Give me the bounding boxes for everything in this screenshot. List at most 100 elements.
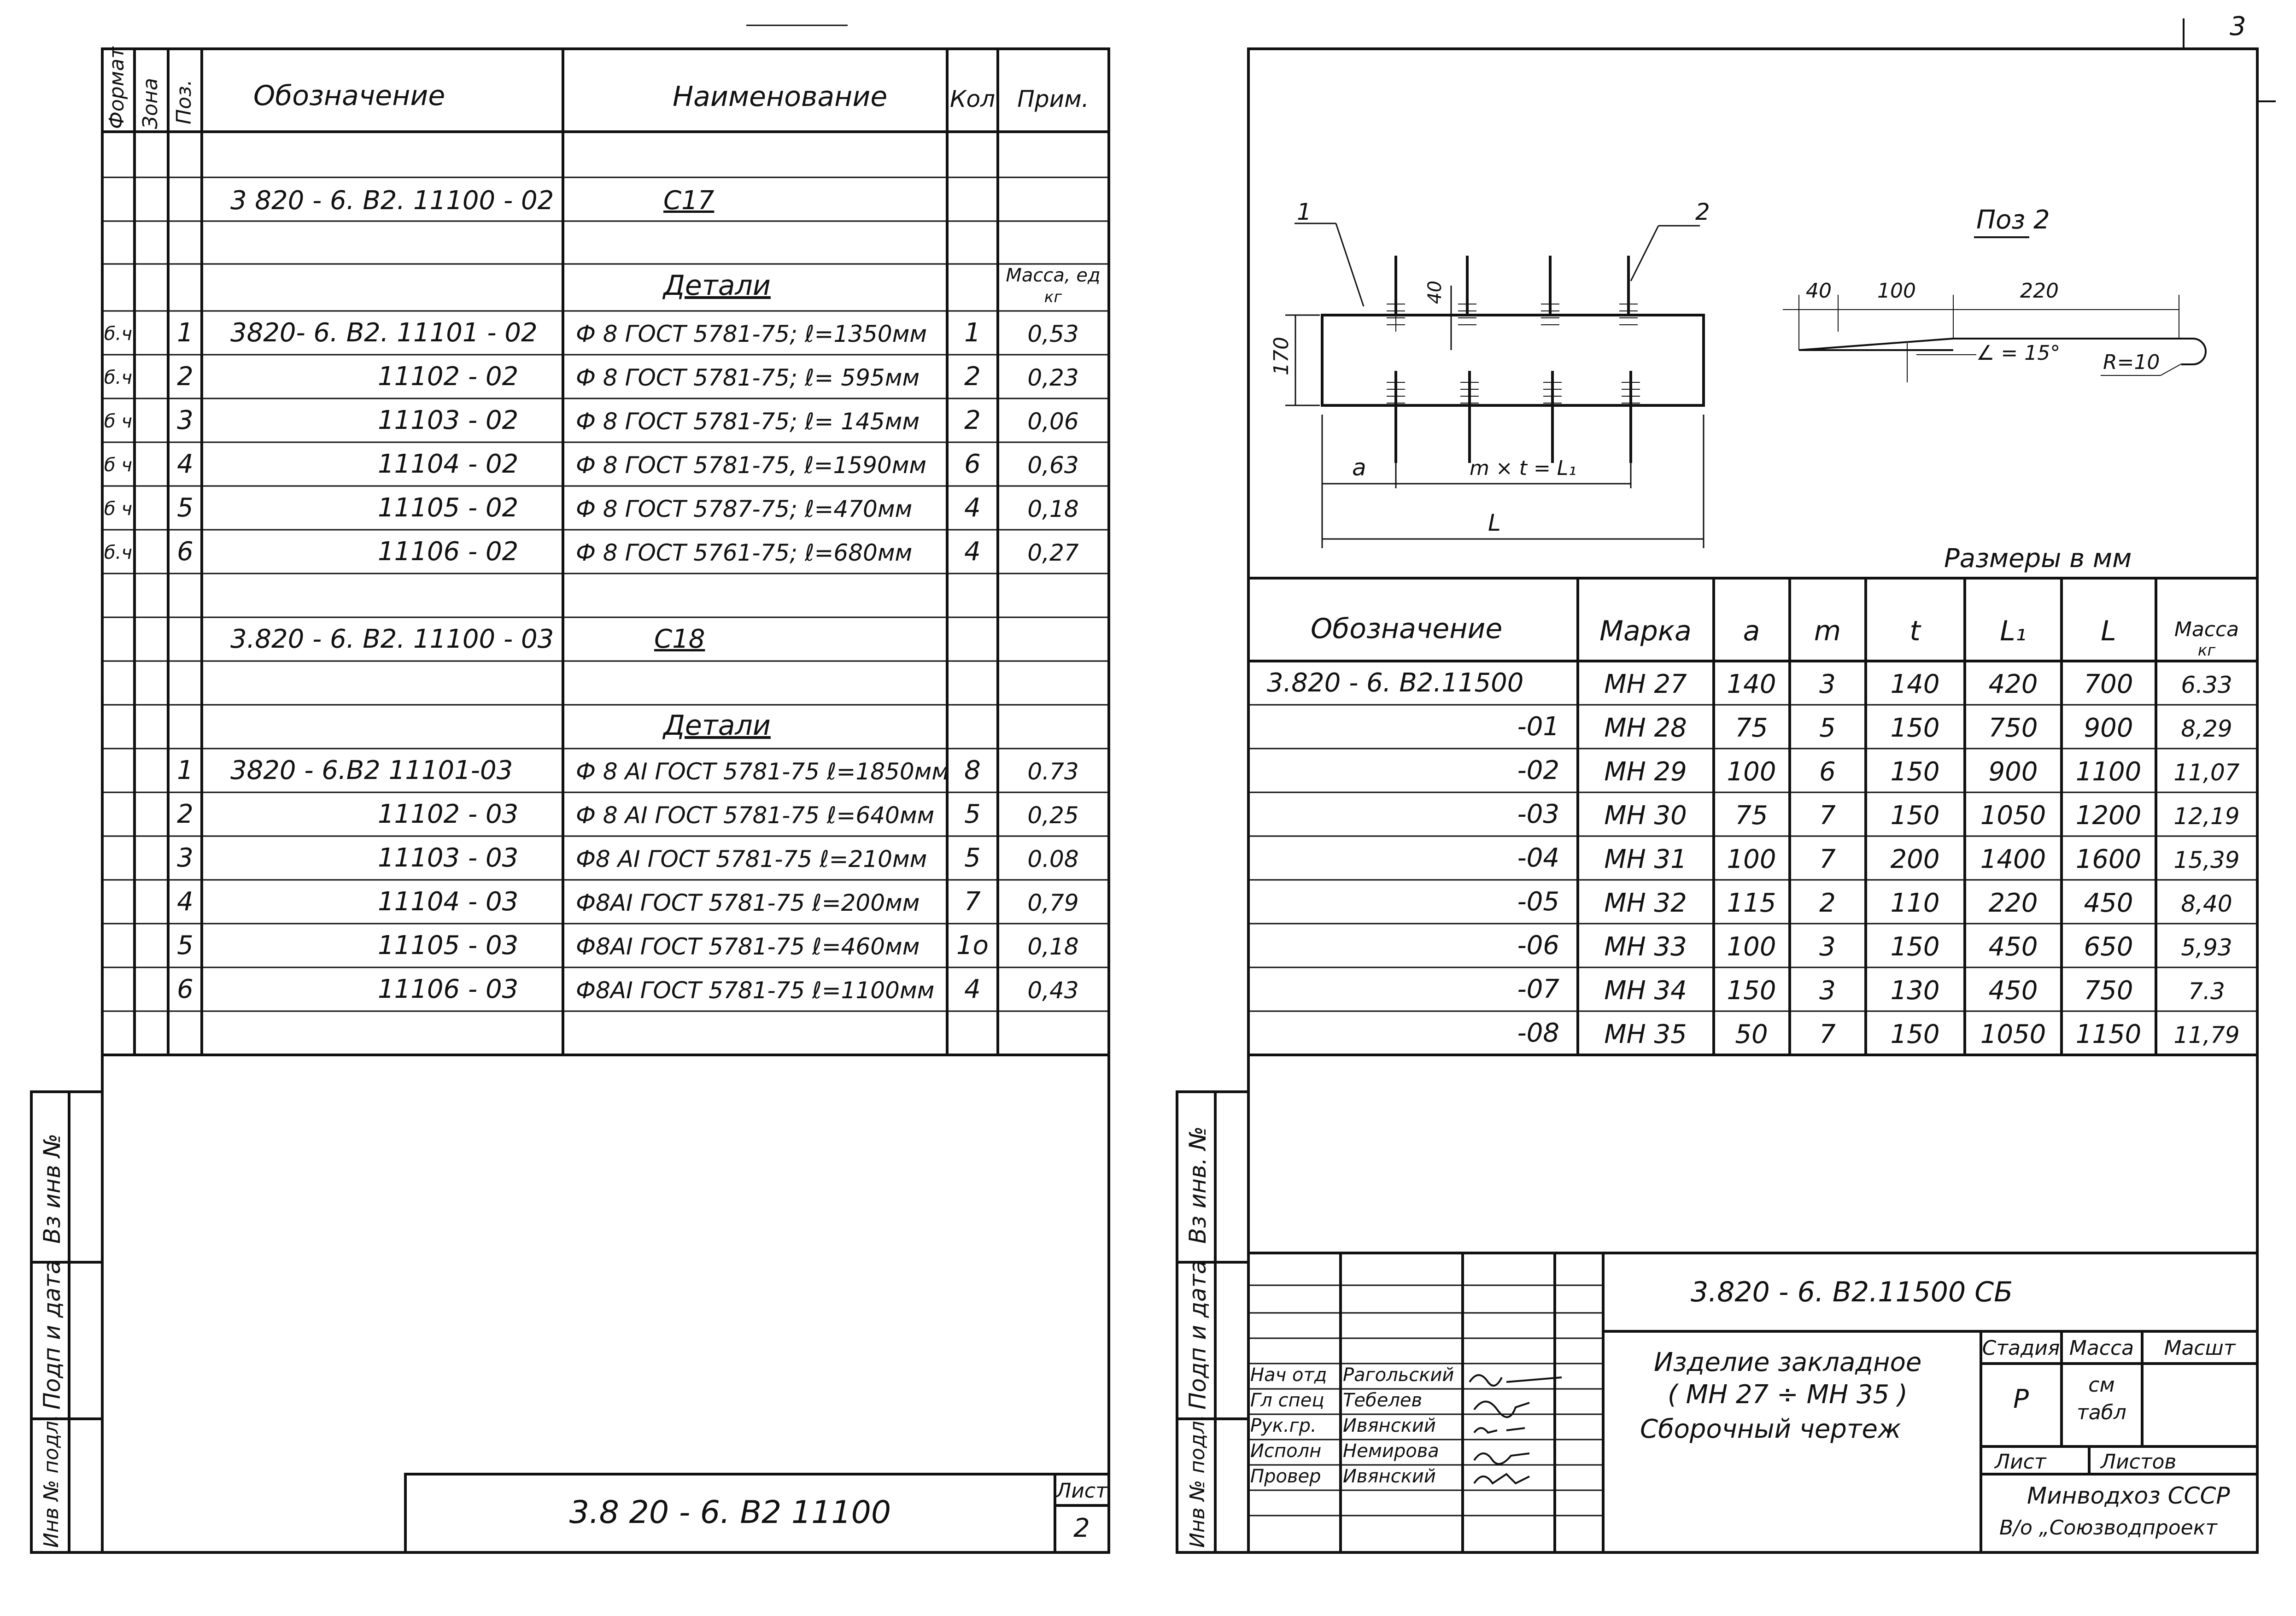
mass-value-1: см: [2088, 1373, 2115, 1397]
pos2-radius: R=10: [2103, 351, 2160, 374]
row-qty: 4: [964, 493, 981, 523]
row-mass: 6.33: [2181, 672, 2232, 698]
drawing-pos2: 2: [1695, 199, 1710, 225]
row-mark: МН 32: [1604, 888, 1687, 918]
row-mass: 11,79: [2173, 1022, 2240, 1048]
row-note: 0,27: [1027, 539, 1079, 566]
row-note: 0,25: [1027, 802, 1079, 829]
row-mark: МН 33: [1604, 932, 1687, 962]
drawing-pos1: 1: [1297, 199, 1312, 225]
role-label: Гл спец: [1250, 1390, 1324, 1411]
header-format: Формат: [105, 47, 129, 129]
signatures-graphic: [1469, 1374, 1562, 1485]
row-pos: 2: [177, 799, 193, 829]
row-m: 7: [1819, 844, 1836, 874]
row-qty: 8: [964, 755, 981, 785]
group2-designation: 3.820 - 6. В2. 11100 - 03: [230, 624, 554, 654]
row-m: 6: [1819, 757, 1836, 787]
row-t: 140: [1890, 669, 1940, 699]
row-L1: 220: [1988, 888, 2038, 918]
row-mass: 8,29: [2181, 715, 2232, 742]
row-mass: 5,93: [2181, 934, 2232, 961]
row-pos: 1: [177, 755, 193, 785]
sheets-label: Листов: [2101, 1450, 2177, 1474]
role-name: Тебелев: [1343, 1390, 1423, 1411]
row-a: 100: [1727, 757, 1776, 787]
row-m: 3: [1819, 976, 1836, 1006]
row-L: 650: [2084, 932, 2133, 962]
row-designation: -01: [1517, 712, 1559, 742]
header-designation: Обозначение: [253, 80, 445, 112]
row-designation: 11102 - 02: [378, 362, 519, 392]
drawing-dim-40: 40: [1424, 281, 1446, 304]
side-label-vz-inv: Вз инв. №: [1184, 1126, 1211, 1244]
row-t: 130: [1890, 976, 1940, 1006]
row-format: б.ч: [104, 542, 133, 563]
title-block-code: 3.820 - 6. В2.11500 СБ: [1691, 1276, 2013, 1308]
row-name: Ф8 АI ГОСТ 5781-75 ℓ=210мм: [576, 846, 927, 872]
row-m: 7: [1819, 801, 1836, 831]
role-label: Исполн: [1250, 1440, 1322, 1462]
drawing-dim-L: L: [1488, 509, 1501, 536]
row-L: 700: [2084, 669, 2133, 699]
row-a: 100: [1727, 844, 1776, 874]
row-pos: 4: [177, 449, 193, 479]
row-L1: 1050: [1980, 801, 2046, 831]
row-designation: 11106 - 03: [378, 974, 519, 1004]
row-note: 0,06: [1027, 408, 1079, 435]
row-mass: 8,40: [2181, 890, 2232, 917]
row-format: б ч: [104, 455, 133, 476]
row-pos: 3: [177, 843, 193, 873]
drawing-dim-170: 170: [1270, 337, 1293, 375]
row-format: б ч: [104, 498, 133, 520]
row-m: 7: [1819, 1019, 1836, 1049]
row-designation: -04: [1517, 843, 1559, 873]
row-L: 900: [2084, 713, 2133, 743]
group1-name: С17: [663, 186, 715, 216]
stamp-code: 3.8 20 - 6. В2 11100: [569, 1494, 891, 1531]
row-a: 75: [1735, 801, 1768, 831]
table-header-a: а: [1743, 615, 1760, 647]
row-pos: 5: [177, 931, 193, 960]
header-note: Прим.: [1017, 86, 1089, 112]
row-designation: -02: [1517, 755, 1559, 785]
role-label: Нач отд: [1250, 1364, 1327, 1386]
row-designation: -05: [1517, 887, 1559, 917]
row-m: 2: [1819, 888, 1836, 918]
row-designation: -03: [1517, 799, 1559, 829]
row-L1: 450: [1988, 976, 2038, 1006]
mass-unit: кг: [1044, 288, 1062, 306]
row-designation: -06: [1517, 931, 1559, 960]
row-designation: 11103 - 03: [378, 843, 519, 873]
details1-header: Детали: [663, 269, 771, 302]
header-qty: Кол: [949, 86, 996, 112]
row-note: 0,79: [1027, 890, 1079, 916]
row-designation: 11105 - 02: [378, 493, 519, 523]
row-L: 1600: [2075, 844, 2142, 874]
pos2-title: Поз 2: [1976, 205, 2050, 235]
row-note: 0,18: [1027, 933, 1079, 960]
row-pos: 3: [177, 405, 193, 435]
row-designation: 11106 - 02: [378, 537, 519, 567]
row-L1: 420: [1988, 669, 2038, 699]
stage-value: Р: [2013, 1384, 2029, 1414]
row-a: 50: [1735, 1019, 1768, 1049]
row-name: Ф 8 ГОСТ 5781-75; ℓ= 145мм: [576, 408, 920, 435]
row-designation: 11102 - 03: [378, 799, 519, 829]
row-designation: 3.820 - 6. В2.11500: [1267, 668, 1524, 698]
row-qty: 2: [964, 405, 981, 435]
row-name: Ф 8 ГОСТ 5787-75; ℓ=470мм: [576, 496, 913, 522]
org-line-2: В/о „Союзводпроект: [1999, 1516, 2217, 1540]
drawing-dim-a: а: [1352, 454, 1366, 481]
role-name: Немирова: [1343, 1440, 1439, 1462]
row-name: Ф8АI ГОСТ 5781-75 ℓ=460мм: [576, 933, 920, 960]
row-a: 115: [1727, 888, 1776, 918]
mass-header: Масса, ед: [1006, 265, 1101, 286]
row-mark: МН 30: [1604, 801, 1687, 831]
row-name: Ф8АI ГОСТ 5781-75 ℓ=200мм: [576, 890, 920, 916]
row-L: 750: [2084, 976, 2133, 1006]
row-designation: -07: [1517, 974, 1559, 1004]
row-note: 0.73: [1027, 758, 1079, 785]
row-pos: 1: [177, 318, 193, 348]
